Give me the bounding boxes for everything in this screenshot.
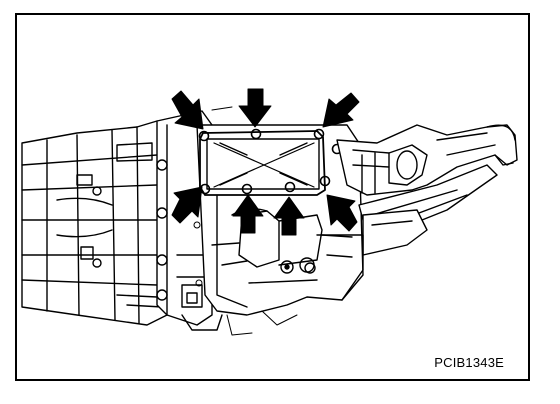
bolt [284,181,296,193]
lower-housing [316,209,428,301]
arrow-bottom-center-right [273,196,305,236]
arrow-bottom-center-left [232,194,264,234]
bolt [313,128,325,140]
arrow-top-right [322,92,360,128]
transmission-case [21,120,168,326]
rear-cover-plate [199,130,326,196]
diagram-frame: PCIB1343E [15,13,530,381]
figure-code: PCIB1343E [434,355,504,370]
cover-bolts [198,128,343,195]
arrow-top-center [238,88,272,128]
arrow-mid-right [326,194,358,232]
transmission-drawing [21,88,518,336]
arrow-top-left [171,90,204,130]
indicator-arrows [171,88,360,236]
bolt [241,183,253,195]
detail-lines [193,106,340,336]
arrow-bottom-left [171,186,203,224]
bolt [250,128,262,140]
bolt [198,130,210,142]
bolt [319,175,331,187]
